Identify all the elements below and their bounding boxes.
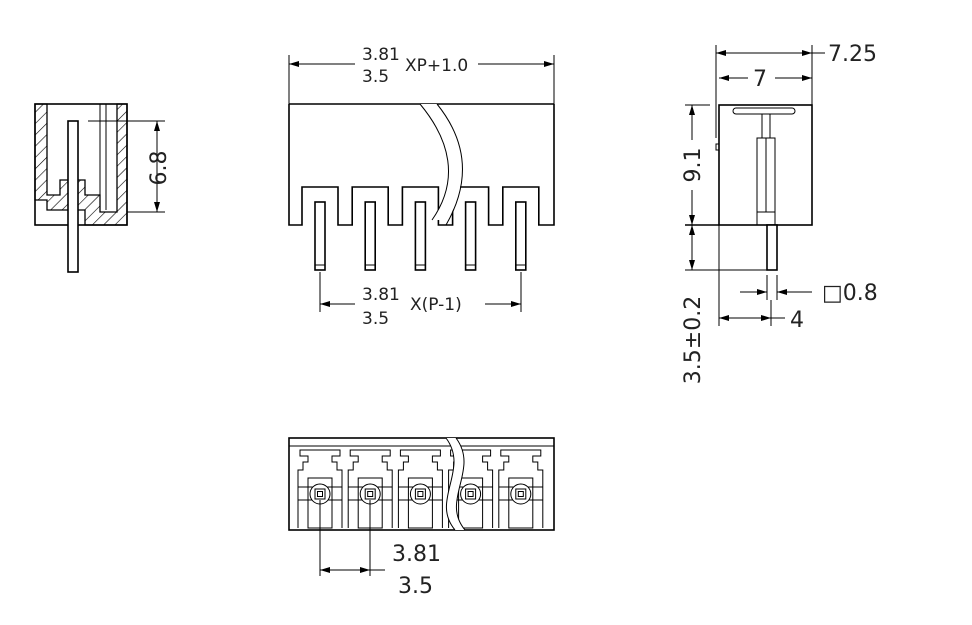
- screw-square: [465, 488, 477, 500]
- wire-entry: [458, 477, 484, 529]
- body-width-label: 7: [753, 67, 767, 92]
- top-pitch-a: 3.81: [362, 45, 400, 65]
- cell-outline: [347, 449, 393, 528]
- pin-size-label: □0.8: [822, 281, 878, 306]
- terminal-cell: [297, 449, 343, 529]
- side-pin: [67, 120, 79, 273]
- screw-circle: [510, 483, 532, 505]
- front-body-outline: [288, 104, 555, 226]
- screw-square-inner: [517, 491, 524, 497]
- screw-square-inner: [317, 491, 323, 497]
- profile-pin: [766, 224, 778, 271]
- front-pin: [464, 201, 477, 271]
- wire-entry: [407, 477, 433, 529]
- bottom-formula: X(P-1): [410, 295, 462, 315]
- front-pin: [314, 201, 326, 271]
- bottom-pitch-a: 3.81: [362, 285, 400, 305]
- height-label: 6.8: [147, 151, 172, 186]
- front-pin: [514, 201, 527, 271]
- break-line: [419, 103, 463, 226]
- bottom-view-pitch-a: 3.81: [392, 542, 441, 567]
- front-pin: [364, 201, 377, 271]
- side-section-view: 6.8: [34, 103, 172, 273]
- screw-square: [364, 488, 376, 500]
- screw-square-inner: [367, 491, 374, 497]
- screw-square-inner: [417, 491, 424, 497]
- hatched-section: [34, 103, 128, 226]
- front-body: [288, 104, 555, 271]
- terminal-cell: [397, 449, 443, 529]
- terminal-cell: [498, 449, 544, 529]
- cell-outline: [397, 449, 443, 528]
- top-formula: XP+1.0: [405, 56, 468, 76]
- latch: [732, 107, 796, 115]
- screw-square: [414, 488, 426, 500]
- bottom-view: 3.81 3.5: [288, 437, 555, 599]
- pin-offset-label: 4: [790, 308, 804, 333]
- break-line: [445, 437, 466, 531]
- screw-circle: [409, 483, 431, 505]
- top-pitch-b: 3.5: [362, 67, 389, 87]
- overall-width-label: 7.25: [828, 42, 877, 67]
- wire-entry: [508, 477, 534, 529]
- body-height-label: 9.1: [681, 148, 706, 183]
- bottom-view-pitch-b: 3.5: [398, 574, 433, 599]
- profile-view: 7.25 7 9.1 3.5±0.2 □0.8 4: [681, 42, 878, 384]
- screw-square: [314, 488, 326, 500]
- bottom-pitch-b: 3.5: [362, 309, 389, 329]
- bottom-body: [288, 437, 555, 531]
- screw-square-inner: [467, 491, 474, 497]
- cell-outline: [498, 449, 544, 528]
- cell-outline: [297, 449, 343, 528]
- pin-length-label: 3.5±0.2: [681, 296, 706, 384]
- front-view: 3.81 3.5 XP+1.0 3.81 3.5 X(P-1): [288, 45, 555, 329]
- screw-square: [515, 488, 527, 500]
- bottom-cells: [297, 449, 544, 529]
- front-pin: [414, 201, 427, 271]
- screw-circle: [460, 483, 482, 505]
